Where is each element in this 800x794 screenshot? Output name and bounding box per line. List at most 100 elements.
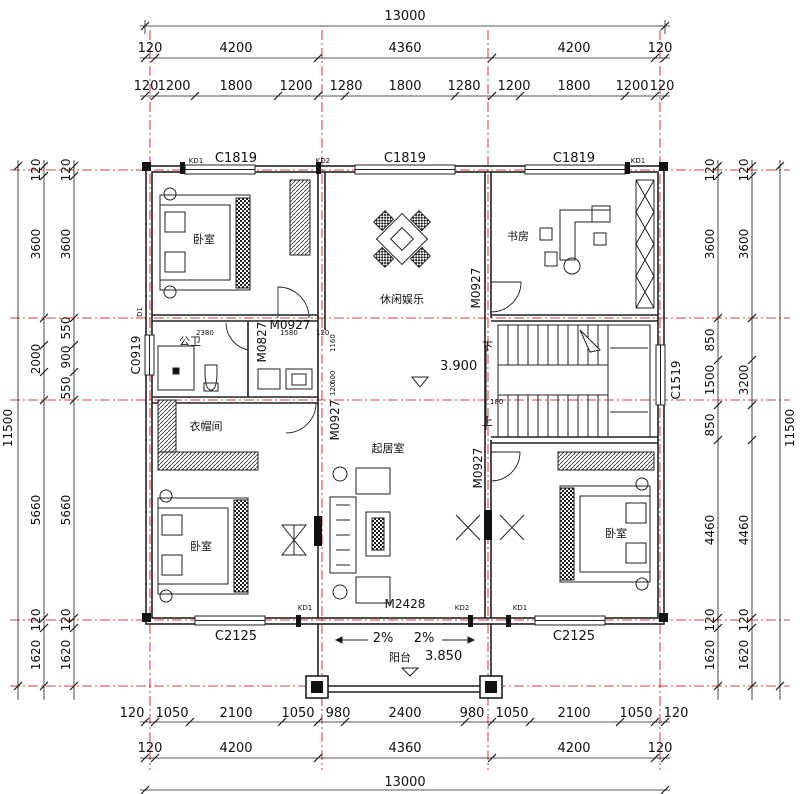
dimension-tick bbox=[150, 53, 160, 63]
top-detail-dimension: 1280 bbox=[329, 79, 362, 94]
dimension-tick bbox=[615, 717, 625, 727]
stair-note: 180 bbox=[490, 398, 503, 406]
door-label: M0927 bbox=[471, 448, 485, 489]
door-label: M0927 bbox=[270, 318, 311, 332]
slope-label: 2% bbox=[373, 631, 394, 646]
bottom-axis-dimension: 120 bbox=[138, 741, 163, 756]
dimension-tick bbox=[747, 313, 757, 323]
dimension-tick bbox=[747, 161, 757, 171]
window-label: C2125 bbox=[215, 629, 257, 644]
door-label: M0827 bbox=[255, 322, 269, 363]
dimension-tick bbox=[39, 613, 49, 623]
right-detail-dimension: 3600 bbox=[703, 229, 717, 260]
dimension-ticks bbox=[13, 21, 785, 794]
door-labels: M0927 M0927 M0927 M0927 M0827 M2428 bbox=[255, 268, 485, 611]
bottom-axis-dimension: 4200 bbox=[557, 741, 590, 756]
top-detail-dimension: 1800 bbox=[388, 79, 421, 94]
right-detail-dimension: 4460 bbox=[703, 515, 717, 546]
dimension-tick bbox=[713, 171, 723, 181]
dimension-tick bbox=[140, 785, 150, 794]
room-label-wardrobe: 衣帽间 bbox=[190, 419, 223, 433]
door-swings bbox=[225, 281, 522, 482]
dimension-tick bbox=[660, 717, 670, 727]
dimension-tick bbox=[140, 717, 150, 727]
dimension-tick bbox=[313, 91, 323, 101]
dimension-tick bbox=[190, 91, 200, 101]
dimension-tick bbox=[747, 435, 757, 445]
dimension-tick bbox=[775, 161, 785, 171]
right-detail-dimension: 1620 bbox=[703, 640, 717, 671]
dimension-tick bbox=[713, 161, 723, 171]
left-detail-dimension: 3600 bbox=[59, 229, 73, 260]
right-dimension-labels: 120 3600 850 1500 850 4460 120 1620 120 … bbox=[703, 159, 797, 671]
dimension-tick bbox=[39, 340, 49, 350]
window-label: C1819 bbox=[553, 151, 595, 166]
columns bbox=[142, 162, 668, 699]
top-detail-dimension: 1200 bbox=[497, 79, 530, 94]
left-detail-dimension: 550 bbox=[59, 317, 73, 340]
right-overall-dimension: 11500 bbox=[783, 409, 797, 447]
dimension-tick bbox=[650, 717, 660, 727]
annotations: 3.900 3.850 2% 2% 下 上 180 2380 1580 120 … bbox=[196, 329, 503, 664]
right-detail-dimension: 120 bbox=[703, 609, 717, 632]
dimension-tick bbox=[487, 91, 497, 101]
room-label-bathroom: 公卫 bbox=[179, 335, 201, 348]
stair-down-label: 下 bbox=[482, 340, 493, 353]
dimension-tick bbox=[487, 53, 497, 63]
top-detail-dimension: 120 bbox=[134, 79, 159, 94]
bottom-detail-dimension: 1050 bbox=[281, 706, 314, 721]
bottom-axis-dimension: 120 bbox=[648, 741, 673, 756]
dimension-tick bbox=[13, 681, 23, 691]
left-axis-dimension: 5660 bbox=[29, 495, 43, 526]
dimension-labels: 13000 120 4200 4360 4200 120 120 1200 18… bbox=[120, 9, 689, 790]
room-label-bedroom: 卧室 bbox=[190, 539, 212, 553]
slope-label: 2% bbox=[414, 631, 435, 646]
dimension-tick bbox=[747, 400, 757, 410]
door-label: M0927 bbox=[469, 268, 483, 309]
window-label: C1819 bbox=[215, 151, 257, 166]
dimension-tick bbox=[39, 313, 49, 323]
top-detail-dimension: 1200 bbox=[157, 79, 190, 94]
right-detail-dimension: 120 bbox=[703, 159, 717, 182]
dimension-tick bbox=[273, 91, 283, 101]
left-detail-dimension: 120 bbox=[59, 609, 73, 632]
left-axis-dimension: 1620 bbox=[29, 640, 43, 671]
bottom-detail-dimension: 120 bbox=[120, 706, 145, 721]
floor-elevation: 3.900 bbox=[440, 359, 477, 374]
dimension-tick bbox=[660, 21, 670, 31]
top-axis-dimension: 120 bbox=[648, 41, 673, 56]
right-axis-dimension: 3600 bbox=[737, 229, 751, 260]
dimension-tick bbox=[650, 753, 660, 763]
right-axis-dimension: 120 bbox=[737, 609, 751, 632]
small-dimension: 1580 bbox=[280, 329, 298, 337]
left-axis-dimension: 2000 bbox=[29, 344, 43, 375]
kd-label: KD1 bbox=[513, 604, 527, 612]
dimension-tick bbox=[620, 91, 630, 101]
dimension-tick bbox=[140, 21, 150, 31]
bottom-detail-dimension: 980 bbox=[460, 706, 485, 721]
dimension-tick bbox=[39, 161, 49, 171]
right-axis-dimension: 4460 bbox=[737, 515, 751, 546]
dimension-tick bbox=[713, 623, 723, 633]
dimension-tick bbox=[140, 53, 150, 63]
dimension-tick bbox=[340, 91, 350, 101]
dimension-tick bbox=[713, 435, 723, 445]
window-label: C1519 bbox=[669, 361, 683, 400]
kd-label: KD1 bbox=[298, 604, 312, 612]
dimension-tick bbox=[39, 395, 49, 405]
bottom-detail-dimension: 2400 bbox=[388, 706, 421, 721]
dimension-tick bbox=[69, 613, 79, 623]
dimension-tick bbox=[525, 717, 535, 727]
bottom-detail-dimension: 2100 bbox=[557, 706, 590, 721]
top-detail-dimension: 1800 bbox=[557, 79, 590, 94]
dimension-tick bbox=[69, 340, 79, 350]
top-axis-dimension: 4200 bbox=[557, 41, 590, 56]
left-overall-dimension: 11500 bbox=[1, 409, 15, 447]
room-labels: 卧室 休闲娱乐 书房 公卫 衣帽间 起居室 卧室 卧室 阳台 bbox=[179, 230, 627, 664]
dimension-tick bbox=[747, 171, 757, 181]
left-axis-dimension: 3600 bbox=[29, 229, 43, 260]
dimension-tick bbox=[39, 367, 49, 377]
dimension-tick bbox=[747, 681, 757, 691]
room-label-leisure: 休闲娱乐 bbox=[380, 292, 424, 306]
small-dimension: 600 bbox=[329, 371, 337, 384]
